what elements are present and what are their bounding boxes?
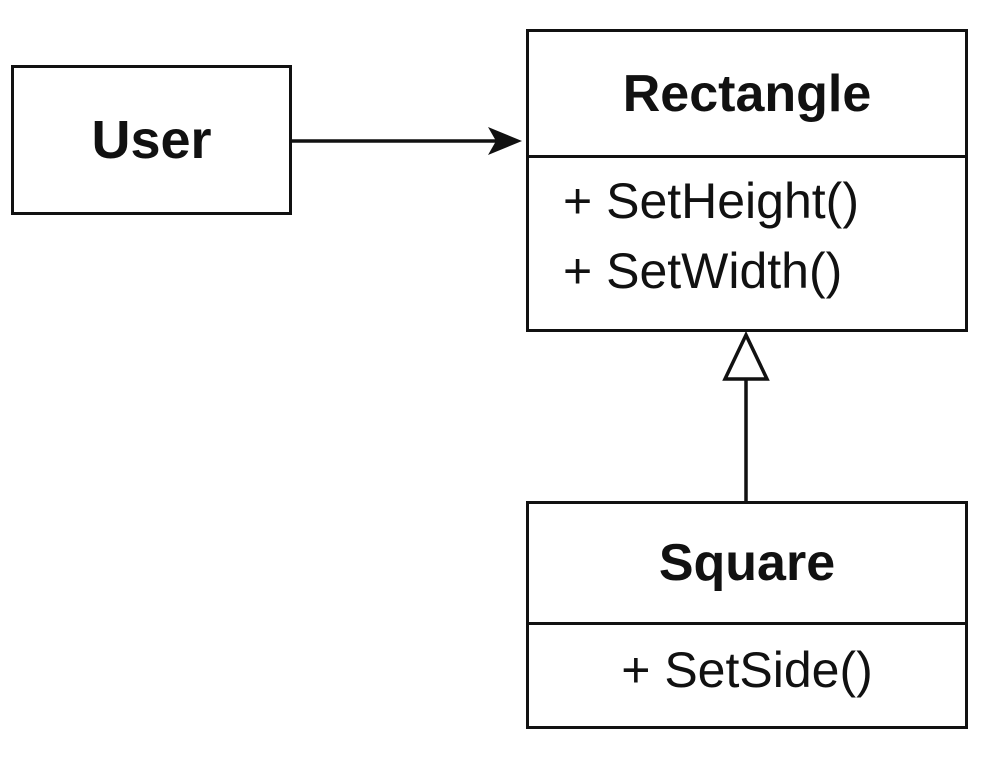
operation-set-width: + SetWidth()	[563, 243, 843, 299]
class-rectangle-divider	[529, 155, 965, 158]
association-user-rectangle	[292, 127, 522, 155]
generalization-hollow-triangle	[722, 330, 770, 381]
operation-set-side: + SetSide()	[621, 642, 873, 698]
class-user[interactable]: User	[11, 65, 292, 215]
class-square-divider	[529, 622, 965, 625]
generalization-square-rectangle	[722, 330, 770, 501]
class-rectangle[interactable]: Rectangle + SetHeight() + SetWidth()	[526, 29, 968, 332]
class-square[interactable]: Square + SetSide()	[526, 501, 968, 729]
class-rectangle-name: Rectangle	[622, 64, 872, 123]
class-square-name: Square	[658, 534, 836, 592]
class-user-name: User	[91, 110, 212, 170]
class-square-operations: + SetSide()	[529, 625, 965, 705]
operation-set-height: + SetHeight()	[563, 173, 859, 229]
association-arrowhead	[488, 127, 522, 155]
class-rectangle-operations: + SetHeight() + SetWidth()	[529, 158, 965, 306]
